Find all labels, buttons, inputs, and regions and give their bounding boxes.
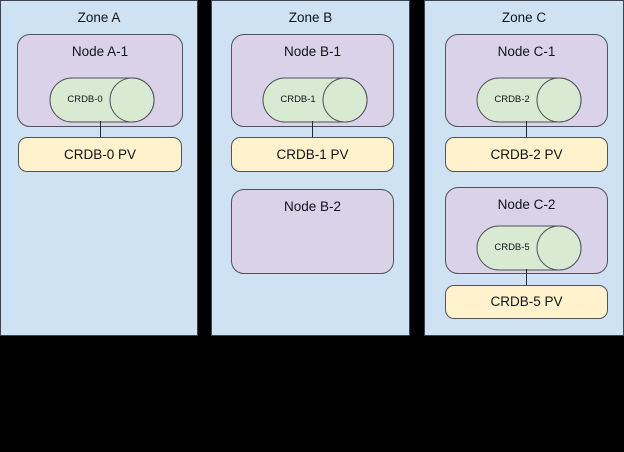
pv-label-crdb-0: CRDB-0 PV (63, 146, 136, 162)
zone-label-a: Zone A (77, 10, 121, 25)
pv-box-crdb-5[interactable]: CRDB-5 PV (445, 285, 608, 319)
database-cylinder-shape (476, 77, 582, 123)
node-to-pv-connector-a-1 (100, 121, 101, 138)
pv-box-crdb-1[interactable]: CRDB-1 PV (231, 137, 394, 172)
database-cylinder-shape (49, 77, 155, 123)
pv-label-crdb-1: CRDB-1 PV (276, 146, 349, 162)
node-box-a-1[interactable]: Node A-1 CRDB-0 (17, 34, 183, 127)
database-cylinder-shape (262, 77, 368, 123)
zone-container-b[interactable]: Zone B Node B-1 CRDB-1 CRDB-1 PV Node B-… (211, 0, 410, 336)
zone-label-c: Zone C (501, 10, 547, 25)
database-cylinder-icon-crdb-1[interactable]: CRDB-1 (262, 77, 368, 123)
cylinder-label-crdb-2: CRDB-2 (494, 94, 530, 105)
database-cylinder-icon-crdb-0[interactable]: CRDB-0 (49, 77, 155, 123)
node-label-a-1: Node A-1 (71, 44, 129, 59)
pv-label-crdb-2: CRDB-2 PV (490, 146, 563, 162)
node-label-c-1: Node C-1 (497, 44, 556, 59)
node-label-c-2: Node C-2 (497, 197, 556, 212)
database-cylinder-shape (476, 225, 582, 271)
node-label-b-2: Node B-2 (283, 199, 342, 214)
pv-label-crdb-5: CRDB-5 PV (490, 294, 563, 309)
database-cylinder-icon-crdb-5[interactable]: CRDB-5 (476, 225, 582, 271)
cylinder-label-crdb-1: CRDB-1 (280, 94, 316, 105)
node-to-pv-connector-c-1 (526, 121, 527, 138)
node-box-b-2[interactable]: Node B-2 (231, 189, 394, 274)
zone-label-b: Zone B (288, 10, 333, 25)
pv-box-crdb-0[interactable]: CRDB-0 PV (18, 137, 182, 172)
node-box-b-1[interactable]: Node B-1 CRDB-1 (231, 34, 394, 127)
node-label-b-1: Node B-1 (283, 44, 342, 59)
node-to-pv-connector-c-2 (526, 269, 527, 286)
pv-box-crdb-2[interactable]: CRDB-2 PV (445, 137, 608, 172)
cylinder-label-crdb-0: CRDB-0 (67, 94, 103, 105)
database-cylinder-icon-crdb-2[interactable]: CRDB-2 (476, 77, 582, 123)
zone-container-a[interactable]: Zone A Node A-1 CRDB-0 CRDB-0 PV (0, 0, 198, 336)
node-box-c-1[interactable]: Node C-1 CRDB-2 (445, 34, 608, 127)
cylinder-label-crdb-5: CRDB-5 (494, 242, 530, 253)
node-box-c-2[interactable]: Node C-2 CRDB-5 (445, 187, 608, 274)
zone-container-c[interactable]: Zone C Node C-1 CRDB-2 CRDB-2 PV Node C-… (424, 0, 624, 336)
node-to-pv-connector-b-1 (312, 121, 313, 138)
